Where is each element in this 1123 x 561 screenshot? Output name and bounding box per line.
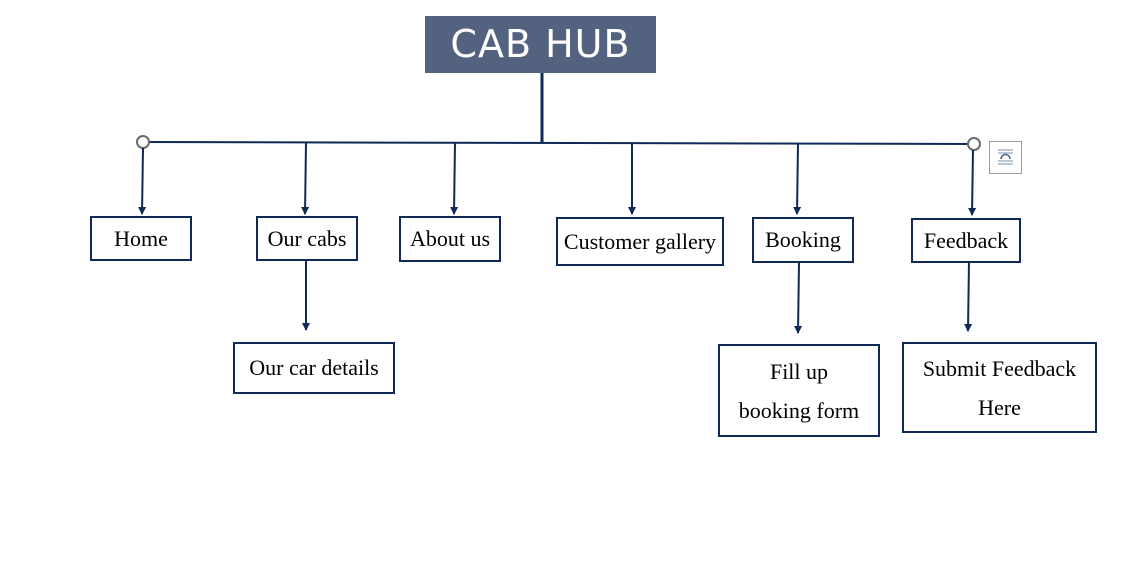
node-submit-line1: Submit Feedback	[922, 355, 1077, 381]
node-booking-label: Booking	[765, 227, 841, 252]
node-feedback: Feedback	[911, 218, 1021, 263]
node-booking: Booking	[752, 217, 854, 263]
arrow-to-about-us	[450, 142, 459, 215]
arrow-to-our-cabs	[301, 142, 310, 215]
node-submit-feedback-here: Submit Feedback Here	[902, 342, 1097, 433]
node-customer-gallery: Customer gallery	[556, 217, 724, 266]
node-home: Home	[90, 216, 192, 261]
layout-options-icon[interactable]	[989, 141, 1022, 174]
arrow-to-fill-up-booking-form	[794, 262, 803, 334]
node-feedback-label: Feedback	[923, 227, 1009, 253]
node-our-car-details-label: Our car details	[249, 355, 379, 380]
title-node-cab-hub: CAB HUB	[425, 16, 656, 73]
arrow-to-feedback	[968, 149, 977, 216]
arrow-to-home	[138, 147, 147, 215]
bus-right-handle	[967, 137, 981, 151]
node-about-us: About us	[399, 216, 501, 262]
node-fill-up-booking-form: Fill up booking form	[718, 344, 880, 437]
node-submit-line2: Here	[978, 394, 1021, 420]
bus-connector	[142, 141, 975, 145]
arrow-to-submit-feedback	[964, 260, 973, 332]
node-home-label: Home	[114, 225, 168, 251]
node-about-us-label: About us	[409, 226, 491, 251]
node-fill-up-line2: booking form	[738, 397, 860, 423]
node-our-car-details: Our car details	[233, 342, 395, 394]
title-text: CAB HUB	[450, 22, 631, 66]
node-fill-up-line1: Fill up	[769, 358, 829, 384]
node-our-cabs-label: Our cabs	[267, 225, 347, 251]
node-our-cabs: Our cabs	[256, 216, 358, 261]
arrow-to-booking	[793, 143, 802, 215]
bus-left-handle	[136, 135, 150, 149]
node-customer-gallery-label: Customer gallery	[563, 228, 717, 254]
